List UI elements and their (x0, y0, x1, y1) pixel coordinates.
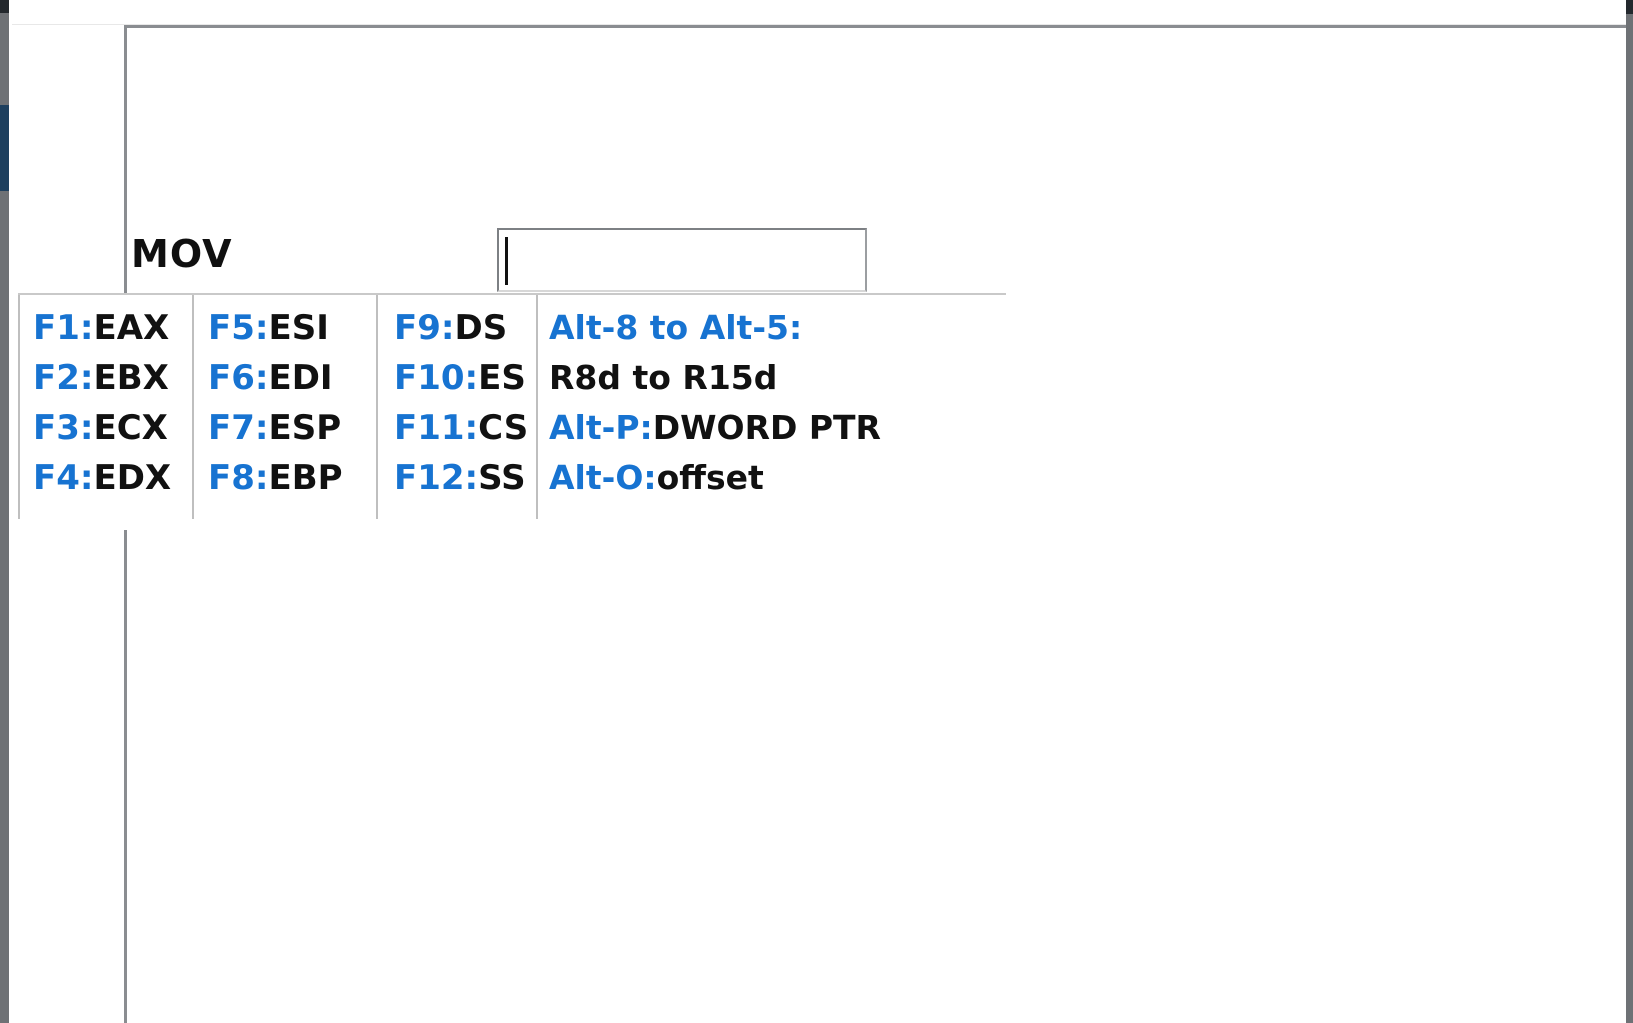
shortcut-row[interactable]: F9:DS (394, 303, 536, 353)
content-panel-left-rule-upper (124, 25, 127, 293)
window-left-edge-highlight (0, 105, 9, 191)
content-panel (124, 25, 1626, 1023)
content-panel-topline (12, 24, 1626, 25)
shortcut-value: SS (478, 458, 526, 498)
shortcut-row[interactable]: F5:ESI (208, 303, 376, 353)
shortcut-value: ECX (93, 408, 168, 448)
instruction-mnemonic-label: MOV (131, 232, 233, 276)
shortcut-value: R8d to R15d (549, 358, 778, 397)
shortcut-key: Alt-8 to Alt-5: (549, 308, 803, 347)
shortcut-key: F1: (33, 308, 94, 348)
operand-input[interactable] (499, 230, 865, 290)
shortcut-row[interactable]: F6:EDI (208, 353, 376, 403)
shortcut-value: EAX (93, 308, 170, 348)
shortcut-key: F5: (208, 308, 269, 348)
content-panel-left-rule-lower (124, 530, 127, 1023)
window-right-edge (1626, 0, 1633, 1023)
shortcut-column-alt-modifiers: Alt-8 to Alt-5: R8d to R15d Alt-P:DWORD … (536, 295, 1006, 519)
shortcut-key: F6: (208, 358, 269, 398)
shortcut-key: F9: (394, 308, 455, 348)
shortcut-value: ESI (268, 308, 329, 348)
shortcut-value: CS (478, 408, 529, 448)
shortcut-key: F3: (33, 408, 94, 448)
shortcut-column-registers-2: F5:ESI F6:EDI F7:ESP F8:EBP (192, 295, 376, 519)
shortcut-row[interactable]: Alt-8 to Alt-5: (549, 303, 1006, 353)
shortcut-key: F11: (394, 408, 479, 448)
shortcut-row[interactable]: R8d to R15d (549, 353, 1006, 403)
window-right-edge-cap (1626, 0, 1633, 14)
shortcut-key: F4: (33, 458, 94, 498)
window-left-edge (0, 0, 9, 1023)
shortcut-key: F2: (33, 358, 94, 398)
shortcut-value: offset (656, 458, 764, 497)
shortcut-hint-table: F1:EAX F2:EBX F3:ECX F4:EDX F5:ESI F6:ED… (18, 293, 1006, 519)
shortcut-value: ESP (268, 408, 342, 448)
shortcut-value: DS (454, 308, 508, 348)
shortcut-row[interactable]: F12:SS (394, 453, 536, 503)
shortcut-row[interactable]: Alt-O:offset (549, 453, 1006, 503)
shortcut-row[interactable]: F3:ECX (33, 403, 192, 453)
window-left-edge-cap (0, 0, 9, 13)
operand-input-field[interactable] (497, 228, 867, 292)
shortcut-value: EBP (268, 458, 343, 498)
shortcut-row[interactable]: F4:EDX (33, 453, 192, 503)
shortcut-row[interactable]: F8:EBP (208, 453, 376, 503)
text-caret (505, 237, 508, 285)
shortcut-row[interactable]: F1:EAX (33, 303, 192, 353)
shortcut-value: DWORD PTR (652, 408, 881, 447)
shortcut-value: EDX (93, 458, 172, 498)
shortcut-key: F12: (394, 458, 479, 498)
shortcut-column-registers-1: F1:EAX F2:EBX F3:ECX F4:EDX (18, 295, 192, 519)
shortcut-row[interactable]: F7:ESP (208, 403, 376, 453)
shortcut-row[interactable]: Alt-P:DWORD PTR (549, 403, 1006, 453)
shortcut-row[interactable]: F11:CS (394, 403, 536, 453)
window-left-edge-inner (9, 0, 12, 1023)
shortcut-row[interactable]: F2:EBX (33, 353, 192, 403)
shortcut-value: ES (478, 358, 526, 398)
shortcut-row[interactable]: F10:ES (394, 353, 536, 403)
shortcut-key: F10: (394, 358, 479, 398)
shortcut-value: EBX (93, 358, 169, 398)
shortcut-key: Alt-O: (549, 458, 657, 497)
shortcut-key: Alt-P: (549, 408, 653, 447)
shortcut-key: F8: (208, 458, 269, 498)
shortcut-key: F7: (208, 408, 269, 448)
shortcut-column-segment-registers: F9:DS F10:ES F11:CS F12:SS (376, 295, 536, 519)
shortcut-value: EDI (268, 358, 333, 398)
